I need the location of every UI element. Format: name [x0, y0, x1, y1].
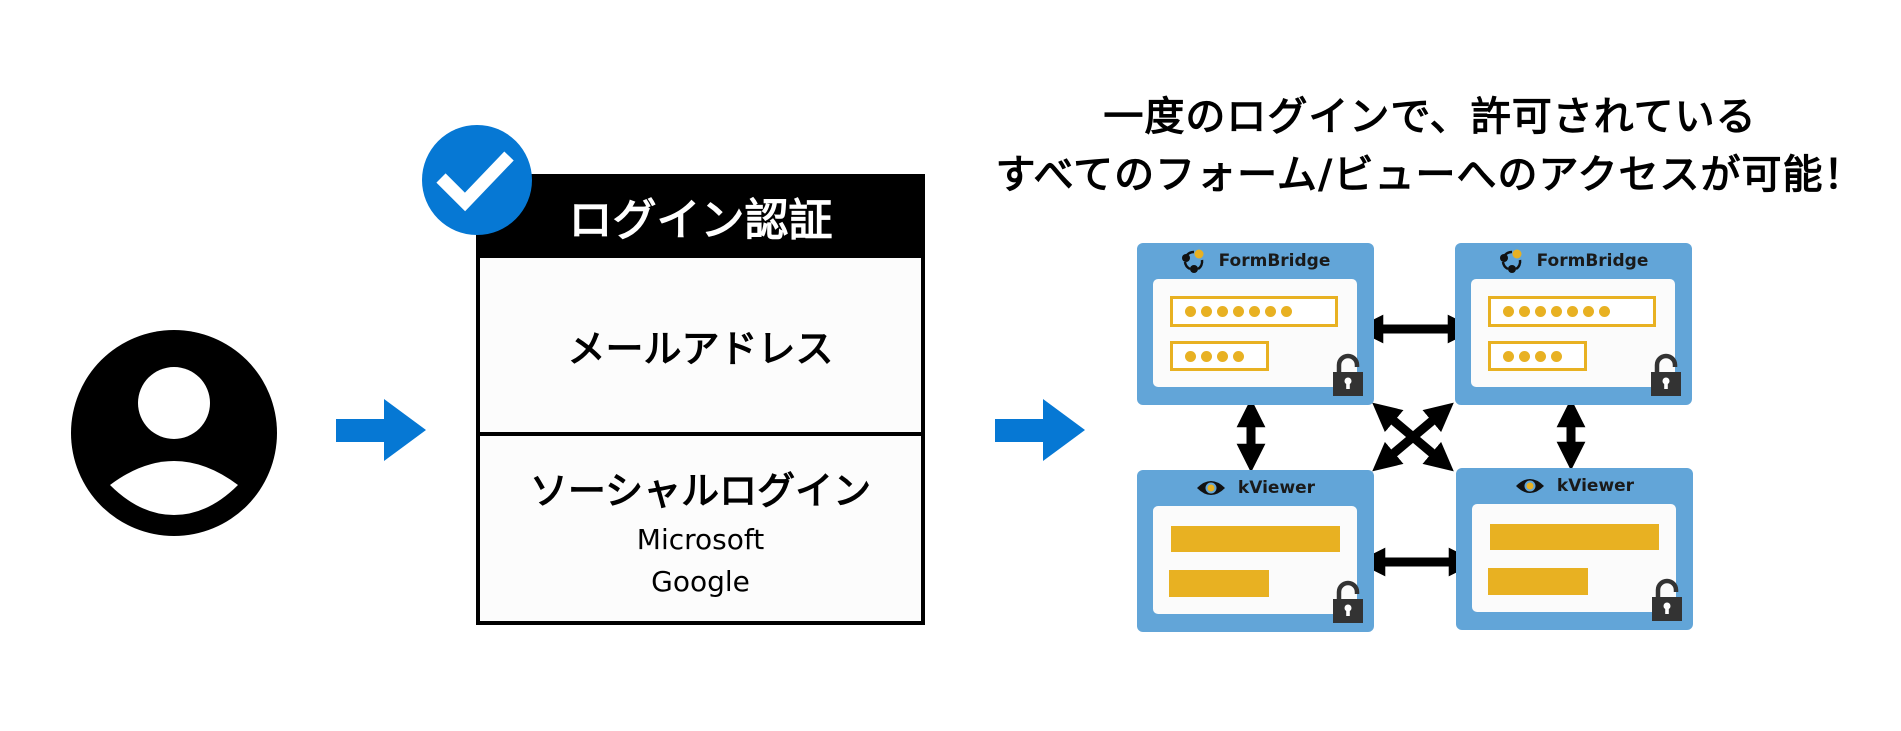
view-record-bar: [1169, 570, 1269, 597]
kviewer-eye-icon: [1196, 481, 1225, 495]
formbridge-title: FormBridge: [1137, 249, 1374, 273]
headline-line-2: すべてのフォーム/ビューへのアクセスが可能！: [995, 152, 1865, 198]
kviewer-title: kViewer: [1137, 476, 1374, 500]
view-card: [1153, 506, 1357, 614]
arrow-diagonal-formbridge1-kviewer2: [1372, 402, 1454, 472]
kviewer-name: kViewer: [1237, 478, 1316, 498]
kviewer-panel[interactable]: kViewer: [1137, 470, 1374, 632]
email-login-option[interactable]: メールアドレス: [480, 258, 921, 436]
formbridge-logo-icon: [1181, 249, 1204, 273]
form-card: [1471, 279, 1675, 387]
formbridge-logo-icon: [1499, 249, 1522, 273]
lock-icon: [1651, 353, 1681, 396]
arrow-right-icon: [995, 399, 1085, 461]
formbridge-panel[interactable]: FormBridge: [1137, 243, 1374, 405]
view-record-bar: [1171, 526, 1340, 552]
provider-google[interactable]: Google: [651, 565, 750, 598]
login-box-header: ログイン認証: [476, 174, 925, 258]
lock-icon: [1652, 578, 1682, 621]
view-record-bar: [1488, 568, 1588, 595]
social-login-label: ソーシャルログイン: [529, 469, 872, 513]
formbridge-panel[interactable]: FormBridge: [1455, 243, 1692, 405]
view-record-bar: [1490, 524, 1659, 550]
headline-line-1: 一度のログインで、許可されている: [1103, 94, 1757, 140]
pin-field[interactable]: [1488, 341, 1587, 371]
arrow-diagonal-formbridge2-kviewer1: [1372, 402, 1454, 472]
kviewer-name: kViewer: [1556, 476, 1635, 496]
formbridge-title: FormBridge: [1455, 249, 1692, 273]
pin-field[interactable]: [1170, 341, 1269, 371]
form-card: [1153, 279, 1357, 387]
login-box-title: ログイン認証: [568, 195, 833, 246]
kviewer-title: kViewer: [1456, 474, 1693, 498]
social-login-option[interactable]: ソーシャルログイン Microsoft Google: [480, 436, 921, 621]
password-field[interactable]: [1170, 296, 1338, 327]
lock-icon: [1333, 580, 1363, 623]
kviewer-panel[interactable]: kViewer: [1456, 468, 1693, 630]
formbridge-name: FormBridge: [1536, 251, 1649, 271]
user-account-circle-icon: [71, 330, 277, 536]
view-card: [1472, 504, 1676, 612]
login-authentication-box: ログイン認証 メールアドレス ソーシャルログイン Microsoft Googl…: [476, 174, 925, 625]
checkmark-circle-icon: [422, 125, 532, 235]
lock-icon: [1333, 353, 1363, 396]
provider-microsoft[interactable]: Microsoft: [636, 523, 765, 556]
headline: 一度のログインで、許可されている すべてのフォーム/ビューへのアクセスが可能！: [960, 88, 1900, 204]
password-field[interactable]: [1488, 296, 1656, 327]
arrow-right-icon: [336, 399, 426, 461]
kviewer-eye-icon: [1515, 479, 1544, 493]
email-login-label: メールアドレス: [567, 326, 834, 371]
formbridge-name: FormBridge: [1218, 251, 1331, 271]
